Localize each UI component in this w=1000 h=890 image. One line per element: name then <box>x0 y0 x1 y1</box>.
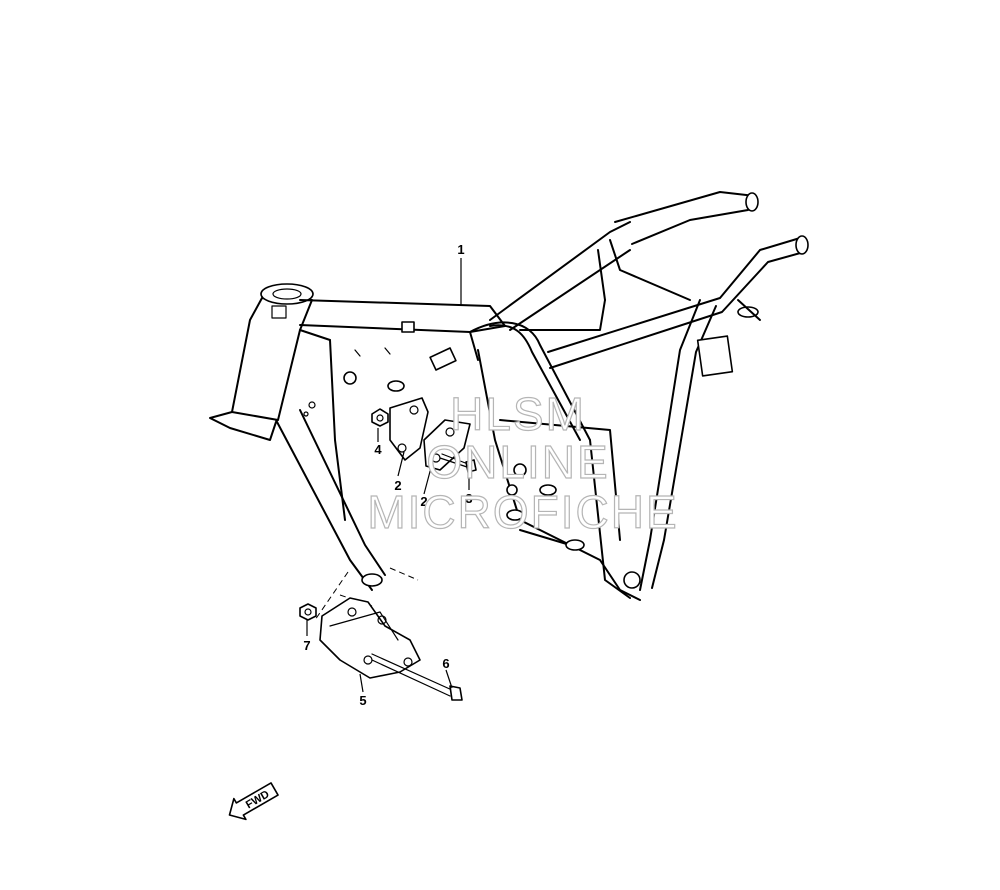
lower-bracket-part-5 <box>314 567 421 679</box>
fwd-label: FWD <box>244 788 272 811</box>
callout-6: 6 <box>442 656 449 671</box>
long-bolt-part-6 <box>371 653 463 701</box>
engine-mount-plate-right <box>423 419 471 471</box>
leader-lines <box>306 258 470 693</box>
callout-7: 7 <box>303 638 310 653</box>
callout-labels: 1 2 2 3 4 5 6 7 <box>303 242 472 708</box>
callout-3: 3 <box>465 491 472 506</box>
nut-part-4 <box>371 408 389 427</box>
bolt-part-3 <box>439 453 477 473</box>
watermark-line-3: MICROFICHE <box>367 486 678 538</box>
callout-2-right: 2 <box>420 494 427 509</box>
callout-5: 5 <box>359 693 366 708</box>
forward-direction-arrow: FWD <box>228 782 279 821</box>
watermark-line-1: HLSM <box>450 388 586 440</box>
callout-2-left: 2 <box>394 478 401 493</box>
callout-1: 1 <box>457 242 464 257</box>
watermark-line-2: ONLINE <box>426 436 609 488</box>
engine-mount-plate-left <box>389 397 429 461</box>
callout-4: 4 <box>374 442 382 457</box>
watermark: HLSM ONLINE MICROFICHE <box>367 387 678 538</box>
frame-assembly <box>209 191 809 601</box>
nut-part-7 <box>299 603 317 621</box>
